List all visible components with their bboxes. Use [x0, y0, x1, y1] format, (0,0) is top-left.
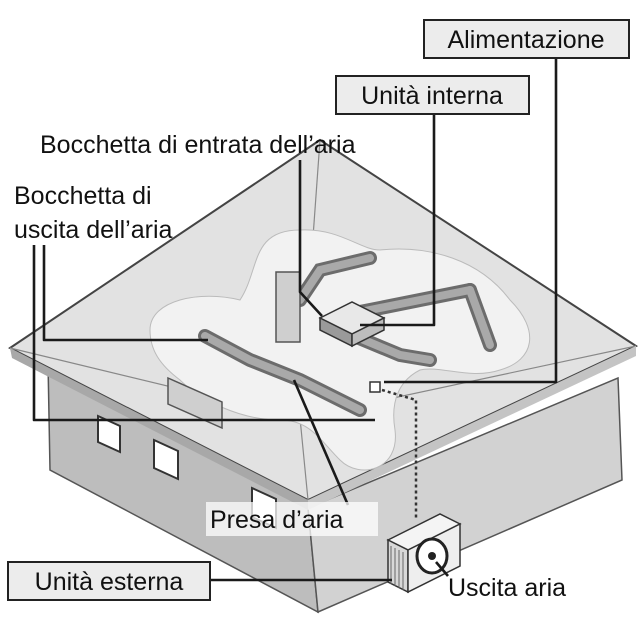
- refrigerant-line: [381, 388, 418, 520]
- label-unita-interna: Unità interna: [335, 75, 530, 115]
- bocchetta-uscita-label-line1: Bocchetta di: [14, 182, 152, 210]
- duct-network: [167, 251, 497, 430]
- unita-esterna-label: Unità esterna: [35, 568, 184, 596]
- label-alimentazione: Alimentazione: [423, 19, 630, 59]
- label-unita-esterna: Unità esterna: [7, 561, 211, 601]
- window: [153, 438, 179, 481]
- presa-aria-label: Presa d’aria: [210, 506, 343, 534]
- unita-interna-label: Unità interna: [361, 82, 503, 110]
- window: [97, 414, 121, 454]
- house: [8, 138, 639, 614]
- bocchetta-uscita-label-line2: uscita dell’aria: [14, 216, 173, 244]
- side-wall: [307, 376, 623, 614]
- alimentazione-label: Alimentazione: [447, 26, 604, 54]
- bocchetta-entrata-label: Bocchetta di entrata dell’aria: [40, 131, 356, 159]
- uscita-aria-label: Uscita aria: [448, 574, 566, 602]
- outdoor-unit: [386, 513, 462, 594]
- leader-lines: [32, 55, 558, 582]
